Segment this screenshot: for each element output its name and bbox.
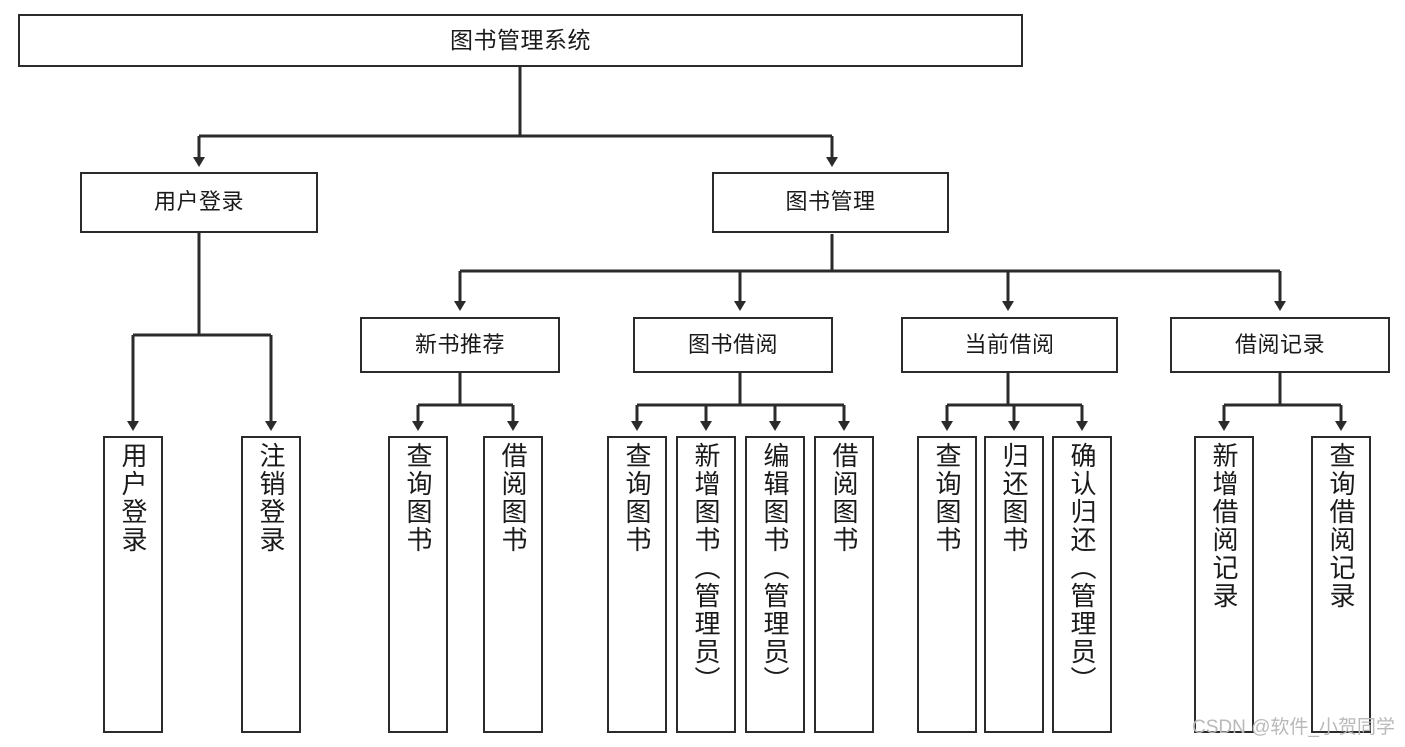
node-book-borrow[interactable]: 图书借阅 [633,317,833,373]
node-label: 查询图书 [403,442,433,554]
node-leaf-query-book-current[interactable]: 查询图书 [917,436,977,733]
node-book-management[interactable]: 图书管理 [712,172,949,233]
node-label: 用户登录 [153,189,244,215]
node-label: 图书借阅 [687,331,778,357]
node-label: 借阅图书 [498,442,528,554]
node-label: 借阅图书 [829,442,859,554]
node-label: 图书管理 [785,189,876,215]
node-new-book-recommend[interactable]: 新书推荐 [360,317,560,373]
watermark-text: CSDN @软件_小贺同学 [1192,717,1395,738]
node-borrow-record[interactable]: 借阅记录 [1170,317,1390,373]
node-label: 新增图书（管理员） [691,442,721,694]
node-current-borrow[interactable]: 当前借阅 [901,317,1118,373]
node-leaf-add-book-admin[interactable]: 新增图书（管理员） [676,436,736,733]
node-label: 归还图书 [999,442,1029,554]
node-label: 借阅记录 [1234,331,1325,357]
node-label: 查询借阅记录 [1326,442,1356,610]
node-root-system[interactable]: 图书管理系统 [18,14,1023,67]
node-label: 编辑图书（管理员） [760,442,790,694]
node-user-login[interactable]: 用户登录 [80,172,318,233]
node-leaf-query-borrow-record[interactable]: 查询借阅记录 [1311,436,1371,733]
node-label: 当前借阅 [964,331,1055,357]
node-leaf-confirm-return-admin[interactable]: 确认归还（管理员） [1052,436,1112,733]
node-label: 查询图书 [622,442,652,554]
node-leaf-return-book[interactable]: 归还图书 [984,436,1044,733]
node-label: 新增借阅记录 [1209,442,1239,610]
node-label: 查询图书 [932,442,962,554]
node-leaf-query-book-borrow[interactable]: 查询图书 [607,436,667,733]
node-label: 新书推荐 [414,331,505,357]
node-leaf-query-book-recommend[interactable]: 查询图书 [388,436,448,733]
node-label: 注销登录 [256,442,286,554]
node-label: 确认归还（管理员） [1067,442,1097,694]
node-label: 用户登录 [118,442,148,554]
node-leaf-borrow-book-recommend[interactable]: 借阅图书 [483,436,543,733]
node-leaf-borrow-book[interactable]: 借阅图书 [814,436,874,733]
node-leaf-add-borrow-record[interactable]: 新增借阅记录 [1194,436,1254,733]
node-label: 图书管理系统 [450,26,591,53]
node-leaf-edit-book-admin[interactable]: 编辑图书（管理员） [745,436,805,733]
node-leaf-user-login[interactable]: 用户登录 [103,436,163,733]
node-leaf-logout[interactable]: 注销登录 [241,436,301,733]
